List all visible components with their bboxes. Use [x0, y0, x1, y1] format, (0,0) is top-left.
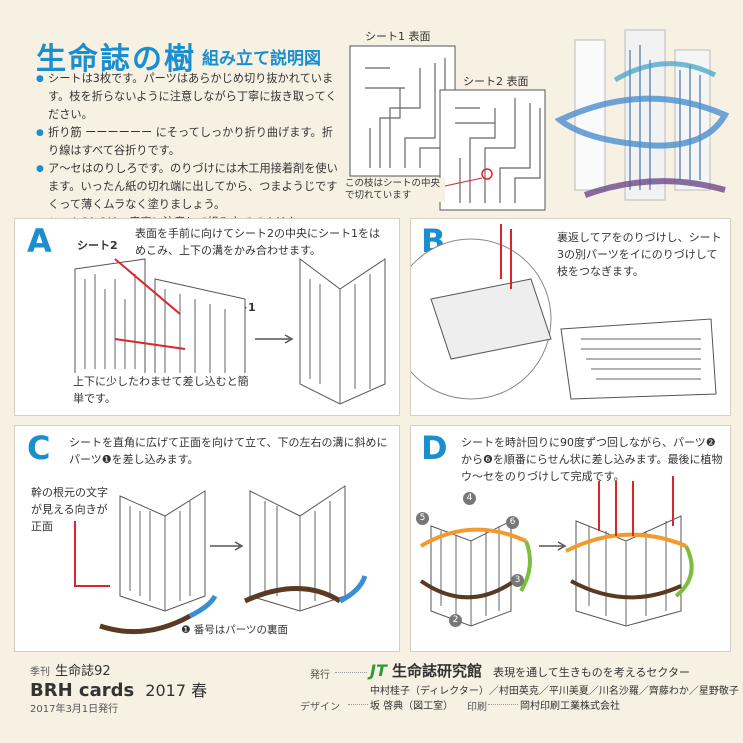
step-a-letter: A [27, 222, 52, 260]
step-c-text: シートを直角に広げて正面を向けて立て、下の左右の溝に斜めにパーツ❶を差し込みます… [69, 436, 388, 466]
print-label: 印刷 [467, 702, 487, 713]
sheet-note: この枝はシートの中央で切れています [345, 178, 445, 202]
sheet-diagram: シート1 表面 シート2 表面 この枝はシートの中央で切れています [345, 28, 555, 218]
publisher-name: 生命誌研究館 [391, 662, 482, 680]
publisher-line: JT 生命誌研究館 表現を通して生きものを考えるセクター [370, 660, 690, 681]
step-a-panel: A 表面を手前に向けてシート2の中央にシート1をはめこみ、上下の溝をかみ合わせま… [14, 218, 400, 416]
instruction-item: ア～セはのりしろです。のりづけには木工用接着剤を使います。いったん紙の切れ端に出… [36, 160, 341, 214]
sheet-illustration [349, 45, 546, 211]
part-number-2: 2 [449, 614, 462, 627]
sheet1-label: シート1 表面 [365, 30, 431, 43]
completed-model-image [555, 29, 730, 201]
design-label: デザイン [300, 702, 340, 713]
publisher-tagline: 表現を通して生きものを考えるセクター [493, 666, 690, 679]
part-number-4: 4 [463, 492, 476, 505]
step-a-tip: 上下に少したわませて差し込むと簡単です。 [73, 373, 253, 407]
designer: 坂 啓典（図工室） [370, 701, 454, 712]
step-d-letter: D [421, 429, 448, 467]
publication-line: 季刊 生命誌92 [30, 660, 111, 679]
step-b-panel: B 裏返してアをのりづけし、シート3の別パーツをイにのりづけして枝をつなぎます。 [410, 218, 731, 416]
jt-logo: JT [370, 661, 387, 680]
publication-small: 季刊 [30, 667, 50, 678]
step-a-illustration [74, 258, 386, 405]
step-d-text: シートを時計回りに90度ずつ回しながら、パーツ❷から❻を順番にらせん状に差し込み… [461, 436, 723, 483]
publish-date: 2017年3月1日発行 [30, 704, 119, 715]
step-a-sheet2-label: シート2 [77, 239, 118, 252]
credits: 中村桂子（ディレクター）／村田英克／平川美夏／川名沙羅／齊藤わか／星野敬子 [370, 686, 739, 697]
step-a-text: 表面を手前に向けてシート2の中央にシート1をはめこみ、上下の溝をかみ合わせます。 [135, 227, 380, 257]
step-c-panel: C シートを直角に広げて正面を向けて立て、下の左右の溝に斜めにパーツ❶を差し込み… [14, 425, 400, 652]
instruction-item: 折り筋 ーーーーーー にそってしっかり折り曲げます。折り線はすべて谷折りです。 [36, 124, 341, 160]
step-c-illustration [74, 485, 368, 635]
step-c-letter: C [27, 429, 51, 467]
step-d-panel: D シートを時計回りに90度ずつ回しながら、パーツ❷から❻を順番にらせん状に差し… [410, 425, 731, 652]
step-c-side-note: 幹の根元の文字が見える向きが正面 [31, 486, 108, 533]
step-d-illustration [419, 476, 694, 627]
printer: 岡村印刷工業株式会社 [520, 701, 620, 712]
brand-name: BRH cards [30, 680, 135, 701]
step-b-illustration [411, 224, 717, 400]
part-number-3: 3 [511, 574, 524, 587]
step-b-text: 裏返してアをのりづけし、シート3の別パーツをイにのりづけして枝をつなぎます。 [557, 231, 722, 278]
sheet2-label: シート2 表面 [463, 75, 529, 88]
step-c-footnote: ❶ 番号はパーツの裏面 [181, 624, 289, 636]
instruction-item: シートは3枚です。パーツはあらかじめ切り抜かれています。枝を折らないように注意し… [36, 70, 341, 124]
instruction-list: シートは3枚です。パーツはあらかじめ切り抜かれています。枝を折らないように注意し… [36, 70, 341, 232]
brand-line: BRH cards 2017 春 [30, 677, 207, 701]
part-number-6: 6 [506, 516, 519, 529]
part-number-5: 5 [416, 512, 429, 525]
publisher-label: 発行 [310, 670, 330, 681]
page-subtitle: 組み立て説明図 [202, 49, 321, 69]
publication-name: 生命誌92 [55, 664, 111, 679]
season: 2017 春 [145, 681, 208, 700]
